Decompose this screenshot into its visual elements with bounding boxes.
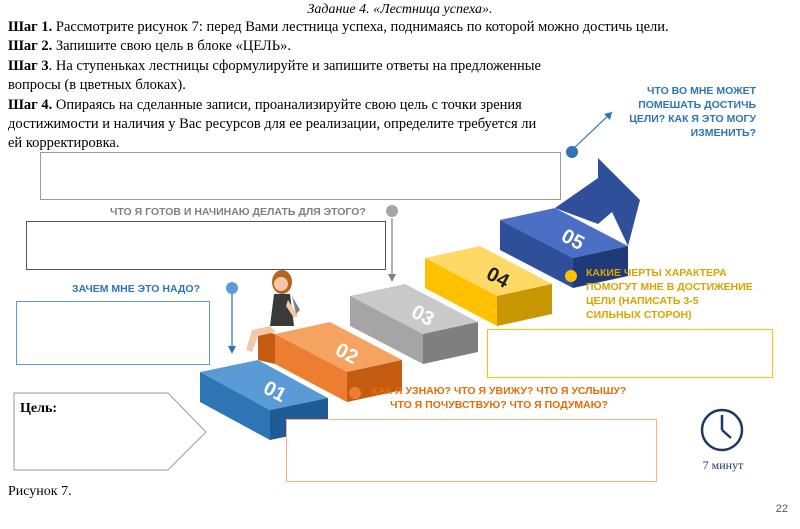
stair-step-03 (350, 284, 478, 364)
arrow-head-icon (604, 112, 612, 120)
stair-step-top (500, 208, 628, 258)
marker-dot (565, 270, 577, 282)
answer-box-actions[interactable] (26, 221, 386, 270)
marker-dot (386, 205, 398, 217)
stair-step-riser (258, 330, 275, 364)
task-title: Задание 4. «Лестница успеха». (307, 2, 493, 17)
instruction-line: ей корректировка. (8, 135, 120, 152)
instructions: Шаг 1. Рассмотрите рисунок 7: перед Вами… (8, 18, 768, 154)
question-actions: ЧТО Я ГОТОВ И НАЧИНАЮ ДЕЛАТЬ ДЛЯ ЭТОГО? (110, 206, 366, 218)
timer-label: 7 минут (702, 458, 744, 472)
question-obstacles: ЧТО ВО МНЕ МОЖЕТ ПОМЕШАТЬ ДОСТИЧЬ ЦЕЛИ? … (629, 85, 756, 139)
stair-step-side (497, 284, 552, 326)
page-number: 22 (775, 503, 788, 515)
stair-step-side (573, 246, 628, 288)
arrow-head-icon (388, 274, 396, 282)
marker-dot (226, 282, 238, 294)
girl-figure (246, 270, 300, 352)
goal-label: Цель: (20, 401, 58, 416)
arrow-up-icon (555, 158, 640, 246)
question-traits: КАКИЕ ЧЕРТЫ ХАРАКТЕРА ПОМОГУТ МНЕ В ДОСТ… (586, 267, 753, 321)
answer-box-traits[interactable] (487, 329, 773, 378)
stair-step-top (275, 322, 402, 372)
girl-head (274, 277, 288, 291)
instruction-line: вопросы (в цветных блоках). (8, 77, 186, 94)
stair-step-side (423, 322, 478, 364)
answer-box-signs[interactable] (286, 419, 657, 482)
instruction-line: Шаг 1. Рассмотрите рисунок 7: перед Вами… (8, 19, 669, 35)
stair-step-front (275, 334, 347, 402)
answer-box-why[interactable] (16, 301, 210, 365)
instruction-line: Шаг 4. Опираясь на сделанные записи, про… (8, 96, 522, 113)
stair-step-front (500, 220, 573, 288)
girl-legs (246, 326, 276, 352)
stair-step-front (350, 296, 423, 364)
instruction-line: Шаг 2. Запишите свою цель в блоке «ЦЕЛЬ»… (8, 38, 291, 55)
marker-dot (566, 146, 578, 158)
stair-step-top (425, 246, 552, 296)
stair-step-02 (258, 322, 402, 402)
marker-dot (349, 387, 361, 399)
goal-box[interactable] (13, 392, 207, 471)
girl-arm (286, 300, 298, 318)
connector-line (571, 111, 613, 151)
answer-box-obstacles[interactable] (40, 152, 561, 200)
girl-bag (292, 296, 300, 314)
question-signs: КАК Я УЗНАЮ? ЧТО Я УВИЖУ? ЧТО Я УСЛЫШУ? … (371, 385, 627, 411)
stair-step-04 (425, 246, 552, 326)
instruction-line: достижимости и наличия у Вас ресурсов дл… (8, 116, 537, 133)
stair-step-top (350, 284, 478, 334)
stair-step-front (425, 258, 497, 326)
instruction-line: Шаг 3. На ступеньках лестницы сформулиру… (8, 57, 541, 74)
clock-icon (700, 408, 744, 452)
question-why: ЗАЧЕМ МНЕ ЭТО НАДО? (72, 283, 200, 295)
arrow-head-icon (228, 346, 236, 354)
stair-step-05 (500, 158, 640, 288)
stair-step-front (200, 372, 270, 440)
figure-caption: Рисунок 7. (8, 484, 72, 499)
stair-step-top (200, 360, 328, 410)
